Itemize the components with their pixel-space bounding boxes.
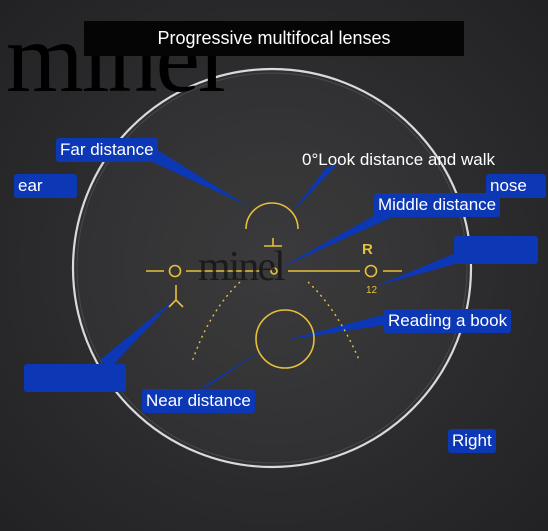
label-ear: ear	[14, 174, 77, 198]
engraving-number: 12	[366, 285, 378, 296]
callout-box-empty-left	[24, 364, 126, 392]
prism-reference-point	[270, 267, 278, 275]
pointer-left-box	[100, 298, 176, 368]
lens-markings	[146, 202, 402, 369]
label-right: Right	[448, 429, 496, 453]
watermark-small: minel	[198, 244, 286, 290]
pointer-near-distance	[198, 340, 278, 390]
pointer-look-distance	[292, 164, 338, 212]
pointer-far-distance	[148, 148, 248, 206]
lens-rim	[71, 67, 473, 469]
label-reading-book: Reading a book	[384, 309, 512, 333]
engraving-circle-left	[168, 264, 182, 278]
page-title: Progressive multifocal lenses	[84, 21, 464, 56]
engraving-letter-r: R	[362, 241, 373, 258]
far-zone-arc	[245, 202, 299, 230]
callout-pointers	[100, 148, 462, 390]
lens-rim-inner	[76, 72, 468, 464]
corridor-right	[307, 281, 361, 363]
label-look-distance: 0°Look distance and walk	[302, 150, 495, 169]
near-zone-circle	[255, 309, 315, 369]
fork-right	[175, 299, 184, 308]
pointer-reading	[286, 314, 392, 340]
pointer-right-box	[376, 252, 462, 286]
callout-box-empty-right	[454, 236, 538, 264]
label-near-distance: Near distance	[142, 389, 255, 413]
engraving-circle-right	[364, 264, 378, 278]
corridor-boundaries	[191, 281, 361, 363]
pointer-middle-distance	[280, 210, 390, 268]
label-far-distance: Far distance	[56, 138, 158, 162]
label-middle-distance: Middle distance	[374, 193, 501, 217]
fork-left	[168, 299, 177, 308]
corridor-left	[191, 281, 241, 363]
